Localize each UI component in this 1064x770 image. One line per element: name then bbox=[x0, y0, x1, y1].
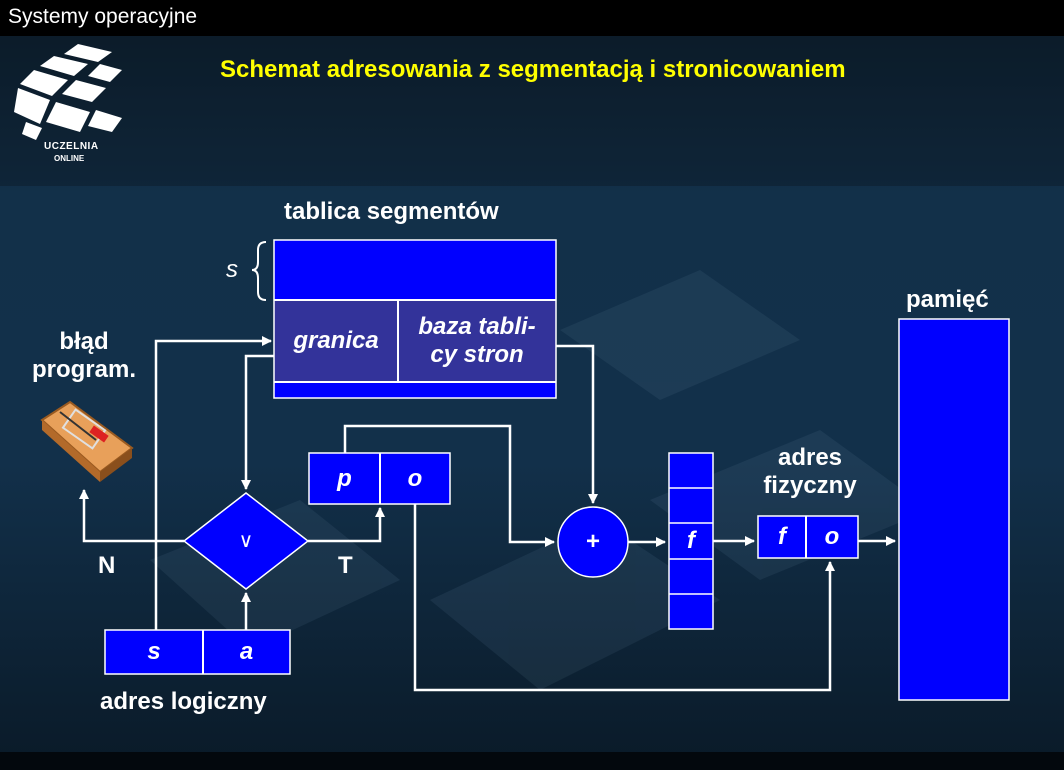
logical-address-box bbox=[104, 629, 291, 675]
physical-address-o: o bbox=[824, 523, 840, 550]
error-label-line2: program. bbox=[31, 356, 136, 383]
header-band bbox=[0, 36, 1064, 186]
intermediate-p: p bbox=[337, 464, 352, 492]
intermediate-o: o bbox=[407, 464, 423, 492]
logical-address-s: s bbox=[147, 638, 161, 665]
logo-text-online: ONLINE bbox=[54, 154, 85, 163]
top-bar: Systemy operacyjne bbox=[0, 0, 1064, 36]
segment-table-title: tablica segmentów bbox=[284, 198, 499, 225]
logical-address-a: a bbox=[239, 638, 254, 665]
segment-base-field-line1: baza tabli- bbox=[418, 313, 536, 340]
page-table-frame: f bbox=[687, 527, 695, 554]
segment-base-field-line2: cy stron bbox=[430, 341, 524, 368]
comparator-diamond bbox=[182, 492, 310, 590]
segment-entry-row bbox=[274, 300, 556, 382]
course-title: Systemy operacyjne bbox=[8, 5, 198, 28]
physical-address-label-line1: adres bbox=[777, 444, 843, 471]
comparator-symbol: ∨ bbox=[238, 530, 254, 552]
uczelnia-online-logo bbox=[14, 44, 122, 140]
physical-address-f: f bbox=[778, 523, 786, 550]
adder-symbol: + bbox=[585, 528, 600, 555]
segment-limit-field: granica bbox=[293, 327, 379, 354]
branch-no-label: N bbox=[98, 552, 116, 579]
page-table bbox=[668, 452, 714, 630]
memory-label: pamięć bbox=[906, 286, 989, 313]
physical-address-box bbox=[757, 515, 859, 559]
slide-title: Schemat adresowania z segmentacją i stro… bbox=[220, 56, 846, 83]
segment-index-brace bbox=[251, 241, 267, 301]
physical-address-label: adres fizyczny bbox=[740, 444, 880, 500]
branch-yes-label: T bbox=[338, 552, 353, 579]
physical-address-label-line2: fizyczny bbox=[763, 472, 857, 499]
error-label: błąd program. bbox=[20, 328, 148, 384]
mousetrap-icon bbox=[40, 400, 134, 482]
memory-block bbox=[898, 318, 1010, 701]
error-label-line1: błąd bbox=[59, 328, 109, 355]
logical-address-label: adres logiczny bbox=[100, 688, 267, 715]
segment-index-label: s bbox=[226, 256, 238, 283]
logo-text-uczelnia: UCZELNIA bbox=[44, 141, 99, 152]
bottom-bar bbox=[0, 752, 1064, 770]
connectors bbox=[79, 336, 896, 692]
segment-base-field: baza tabli- cy stron bbox=[400, 304, 554, 378]
